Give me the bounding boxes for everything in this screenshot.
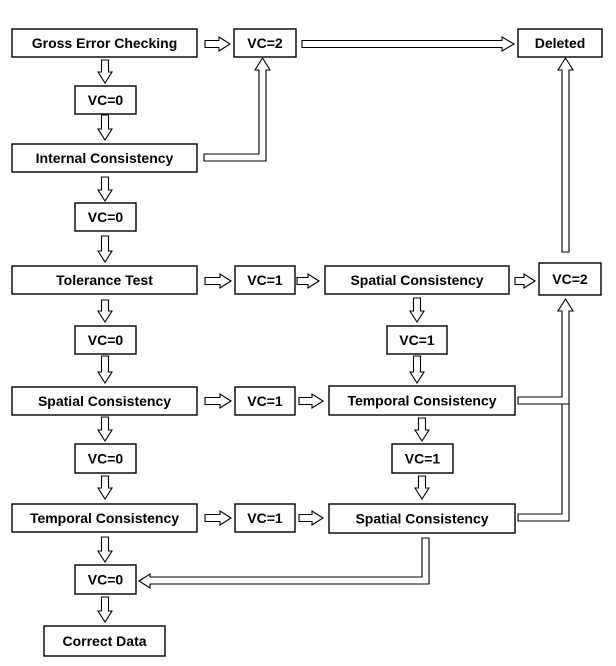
- temporal-consistency-left-box: [11, 503, 198, 533]
- node-vc1-after-spatial-left: VC=1: [234, 386, 296, 416]
- arrow-spatial-right-to-vc2: [514, 272, 537, 290]
- deleted-label: Deleted: [535, 35, 586, 51]
- node-vc0-after-internal: VC=0: [74, 202, 137, 232]
- vc1-after-spatial-left-label: VC=1: [247, 393, 283, 409]
- vc0-after-internal-label: VC=0: [88, 209, 124, 225]
- spatial-consistency-bottom-label: Spatial Consistency: [355, 511, 488, 527]
- arrow-vc1-to-temporal-right: [298, 392, 325, 410]
- gross-error-checking-label: Gross Error Checking: [32, 35, 178, 51]
- arrow-temporal-right-to-vc1: [413, 417, 431, 443]
- temporal-consistency-right-box: [328, 385, 516, 416]
- vc0-after-spatial-left-box: [74, 443, 137, 474]
- vc0-after-spatial-left-label: VC=0: [88, 451, 124, 467]
- arrow-temporal-right-to-vc2: [517, 297, 574, 405]
- arrow-vc0-to-correct-data: [96, 596, 114, 624]
- arrow-vc0-to-internal: [96, 114, 114, 142]
- internal-consistency-box: [11, 143, 198, 173]
- node-vc2-top: VC=2: [233, 28, 297, 58]
- spatial-consistency-right-label: Spatial Consistency: [350, 272, 483, 288]
- vc1-after-spatial-right-label: VC=1: [399, 332, 435, 348]
- deleted-box: [517, 28, 603, 58]
- node-correct-data: Correct Data: [43, 625, 166, 657]
- arrow-vc1-to-temporal-right: [408, 355, 426, 385]
- arrow-internal-to-vc2: [203, 56, 271, 162]
- vc1-after-spatial-right-box: [386, 325, 448, 355]
- arrow-vc2-to-deleted: [301, 36, 516, 52]
- vc0-after-gross-label: VC=0: [88, 92, 124, 108]
- vc1-after-temporal-right-box: [391, 443, 454, 474]
- node-tolerance-test: Tolerance Test: [11, 265, 198, 295]
- internal-consistency-label: Internal Consistency: [36, 150, 174, 166]
- node-internal-consistency: Internal Consistency: [11, 143, 198, 173]
- node-spatial-consistency-left: Spatial Consistency: [11, 386, 198, 416]
- arrow-tolerance-to-vc1: [204, 272, 233, 290]
- node-temporal-consistency-left: Temporal Consistency: [11, 503, 198, 533]
- node-vc0-after-tolerance: VC=0: [74, 325, 137, 355]
- arrow-vc1-to-spatial-bottom: [298, 509, 325, 527]
- vc2-top-label: VC=2: [247, 35, 283, 51]
- temporal-consistency-left-label: Temporal Consistency: [30, 510, 179, 526]
- arrow-spatial-left-to-vc1: [204, 392, 233, 410]
- arrow-gross-to-vc2: [204, 35, 232, 53]
- spatial-consistency-left-label: Spatial Consistency: [38, 393, 171, 409]
- arrow-spatial-to-vc0: [96, 416, 114, 443]
- node-vc1-after-spatial-right: VC=1: [386, 325, 448, 355]
- node-spatial-consistency-right: Spatial Consistency: [324, 265, 510, 295]
- arrow-vc0-to-tolerance: [96, 235, 114, 264]
- node-temporal-consistency-right: Temporal Consistency: [328, 385, 516, 416]
- arrows: [96, 35, 574, 624]
- node-vc1-after-tolerance: VC=1: [234, 265, 296, 295]
- vc0-final-label: VC=0: [88, 572, 124, 588]
- spatial-consistency-bottom-box: [328, 503, 516, 534]
- vc2-right-label: VC=2: [552, 271, 588, 287]
- node-vc1-after-temporal-right: VC=1: [391, 443, 454, 474]
- arrow-spatial-right-to-vc1: [408, 297, 426, 324]
- arrow-spatial-bottom-to-vc0: [137, 537, 430, 590]
- arrow-temporal-left-to-vc1: [204, 509, 233, 527]
- tolerance-test-label: Tolerance Test: [56, 272, 153, 288]
- vc1-after-tolerance-label: VC=1: [247, 272, 283, 288]
- arrow-vc0-to-spatial: [96, 355, 114, 385]
- node-vc0-after-spatial-left: VC=0: [74, 443, 137, 474]
- node-deleted: Deleted: [517, 28, 603, 58]
- vc1-after-temporal-right-label: VC=1: [405, 451, 441, 467]
- node-vc0-final: VC=0: [74, 564, 137, 595]
- tolerance-test-box: [11, 265, 198, 295]
- correct-data-box: [43, 625, 166, 657]
- vc1-after-tolerance-box: [234, 265, 296, 295]
- node-gross-error-checking: Gross Error Checking: [11, 28, 198, 58]
- vc1-after-temporal-left-box: [234, 503, 296, 533]
- temporal-consistency-right-label: Temporal Consistency: [347, 393, 496, 409]
- vc0-after-tolerance-box: [74, 325, 137, 355]
- node-vc0-after-gross: VC=0: [74, 85, 137, 115]
- vc1-after-spatial-left-box: [234, 386, 296, 416]
- vc0-after-tolerance-label: VC=0: [88, 332, 124, 348]
- vc2-top-box: [233, 28, 297, 58]
- arrow-vc0-to-temporal: [96, 475, 114, 501]
- arrow-vc1-to-spatial-bottom: [413, 475, 431, 501]
- correct-data-label: Correct Data: [62, 633, 146, 649]
- node-vc2-right: VC=2: [538, 262, 602, 296]
- gross-error-checking-box: [11, 28, 198, 58]
- arrow-vc2-to-deleted-up: [557, 56, 574, 253]
- arrow-tolerance-to-vc0: [96, 299, 114, 324]
- arrow-internal-to-vc0: [96, 176, 114, 203]
- node-vc1-after-temporal-left: VC=1: [234, 503, 296, 533]
- vc0-final-box: [74, 564, 137, 595]
- vc1-after-temporal-left-label: VC=1: [247, 510, 283, 526]
- vc0-after-internal-box: [74, 202, 137, 232]
- node-spatial-consistency-bottom: Spatial Consistency: [328, 503, 516, 534]
- arrow-temporal-to-vc0: [96, 536, 114, 564]
- spatial-consistency-right-box: [324, 265, 510, 295]
- arrow-spatial-bottom-to-vc2: [517, 403, 570, 522]
- arrow-gross-to-vc0: [96, 59, 114, 85]
- spatial-consistency-left-box: [11, 386, 198, 416]
- vc0-after-gross-box: [74, 85, 137, 115]
- arrow-vc1-to-spatial-right: [296, 272, 321, 290]
- vc2-right-box: [538, 262, 602, 296]
